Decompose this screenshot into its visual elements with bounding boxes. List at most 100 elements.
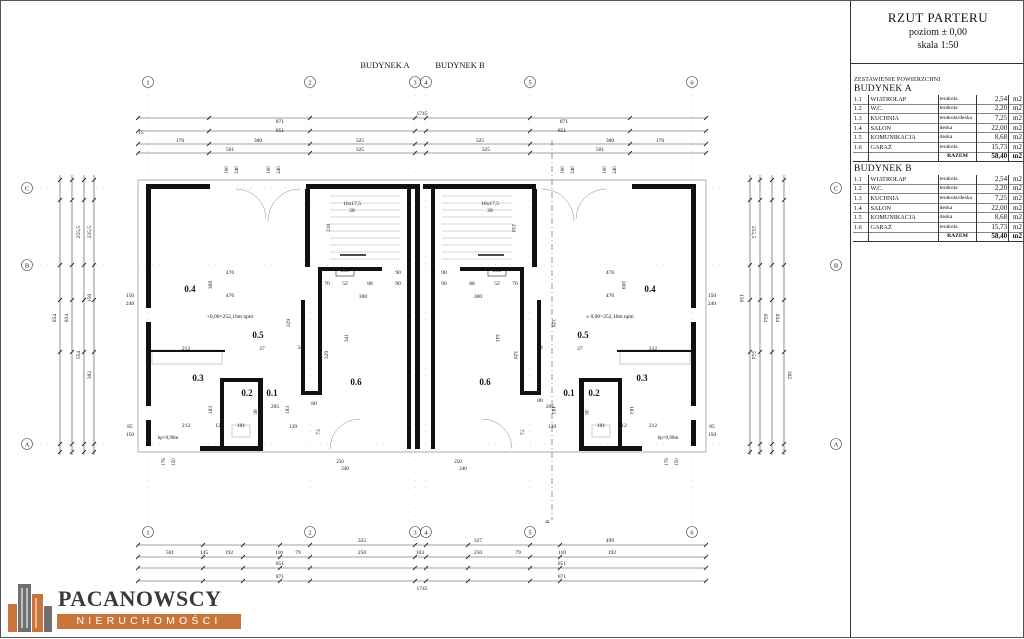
sill-note: hp=0,90m — [658, 436, 679, 441]
dimension-label: 325 — [476, 138, 485, 144]
room-number: 1.6 — [854, 223, 862, 231]
dimension-tick — [747, 449, 753, 455]
dimension-tick — [423, 128, 429, 134]
area-unit: m2 — [1008, 104, 1023, 114]
dimension-tick — [412, 578, 418, 584]
dimension-label: 80 — [537, 398, 543, 404]
dimension-label: 854 — [52, 314, 58, 323]
dimension-tick — [757, 441, 763, 447]
dimension-tick — [81, 349, 87, 355]
company-logo: PACANOWSCY NIERUCHOMOŚCI — [4, 576, 244, 634]
dimension-label: 183 — [550, 406, 556, 415]
dimension-label: 329 — [550, 319, 556, 328]
building-logo-icon — [8, 584, 52, 632]
wall-segment — [258, 378, 263, 450]
room-number: 1.2 — [854, 185, 862, 193]
grid-axis-label: 5 — [528, 530, 531, 537]
dimension-label: 501 — [166, 550, 175, 556]
dimension-label: 150 — [708, 432, 717, 438]
dimension-tick — [200, 565, 206, 571]
dimension-tick — [69, 262, 75, 268]
dimension-tick — [412, 554, 418, 560]
dimension-label: 300 — [359, 294, 368, 300]
floor-finish: deska — [937, 212, 977, 223]
dimension-tick — [769, 349, 775, 355]
building-heading: BUDYNEK A — [854, 84, 912, 94]
dimension-label: 554 — [750, 351, 756, 360]
dimension-tick — [757, 177, 763, 183]
dimension-tick — [69, 297, 75, 303]
dimension-label: 27 — [259, 346, 265, 352]
grid-axis-label: B — [834, 263, 839, 270]
overall-dimension: 1745 — [417, 111, 428, 117]
dimension-label: 240 — [341, 467, 349, 472]
kitchen-counter — [619, 349, 691, 365]
area-unit: m2 — [1008, 123, 1023, 133]
dimension-tick — [757, 197, 763, 203]
dimension-label: 499 — [606, 538, 615, 544]
dimension-label: 88 — [469, 281, 475, 287]
dimension-label: 176 — [176, 138, 185, 144]
dimension-tick — [557, 554, 563, 560]
grid-axis-label: 1 — [146, 80, 149, 87]
dimension-tick — [465, 542, 471, 548]
grid-axis-bubble — [686, 526, 698, 538]
room-name: WIATROŁAP — [868, 175, 939, 185]
total-label: RAZEM — [937, 232, 977, 243]
floor-finish: terakota/deska — [937, 113, 977, 124]
dimension-tick — [627, 115, 633, 121]
building-b-label: BUDYNEK B — [435, 60, 485, 70]
plan-walls — [146, 184, 696, 451]
dimension-label: 27 — [577, 346, 583, 352]
dimension-tick — [81, 297, 87, 303]
grid-axis-bubble — [21, 182, 33, 194]
dimension-tick — [200, 578, 206, 584]
room-number: 1.1 — [854, 175, 862, 183]
dimension-label: 100 — [267, 166, 272, 174]
area-unit: m2 — [1008, 222, 1023, 233]
wall-segment — [618, 378, 622, 448]
room-label: 0.2 — [241, 388, 253, 398]
dimension-tick — [135, 150, 141, 156]
dimension-label: 871 — [276, 119, 285, 125]
dimension-label: 103 — [416, 550, 425, 556]
dimension-label: 250 — [474, 550, 483, 556]
dimension-tick — [769, 177, 775, 183]
room-label: 0.1 — [563, 388, 575, 398]
dimension-label: 150 — [708, 293, 717, 299]
room-number: 1.2 — [854, 105, 862, 113]
wall-segment — [579, 446, 642, 451]
dimension-tick — [57, 262, 63, 268]
grid-axis-label: 6 — [690, 80, 694, 87]
dimension-tick — [307, 141, 313, 147]
dimension-tick — [277, 578, 283, 584]
room-area: 15,73 — [976, 222, 1009, 233]
dimension-tick — [703, 128, 709, 134]
door-swing — [481, 418, 513, 450]
drawing-scale: skala 1:50 — [917, 40, 959, 51]
dimension-label: 240 — [277, 166, 282, 174]
building-a-label: BUDYNEK A — [360, 60, 410, 70]
floor-finish: terakota — [937, 175, 977, 185]
room-name: WIATROŁAP — [868, 95, 939, 105]
grid-axis-label: A — [834, 442, 839, 449]
room-area: 22,00 — [976, 203, 1009, 213]
dimension-tick — [747, 197, 753, 203]
wall-segment — [617, 350, 692, 352]
room-name: SALON — [868, 203, 939, 213]
room-area: 22,00 — [976, 123, 1009, 133]
dimension-label: 851 — [558, 128, 567, 134]
dimension-tick — [757, 449, 763, 455]
spacer — [853, 232, 869, 243]
room-label: 0.6 — [350, 377, 362, 387]
dimension-label: 369 — [208, 281, 214, 290]
dimension-tick — [307, 565, 313, 571]
dimension-label: 110 — [558, 550, 566, 556]
dimension-label: 15 — [139, 131, 145, 136]
dimension-tick — [135, 141, 141, 147]
dimension-tick — [277, 554, 283, 560]
dimension-label: 176 — [162, 458, 167, 466]
room-name: W.C. — [868, 104, 939, 114]
